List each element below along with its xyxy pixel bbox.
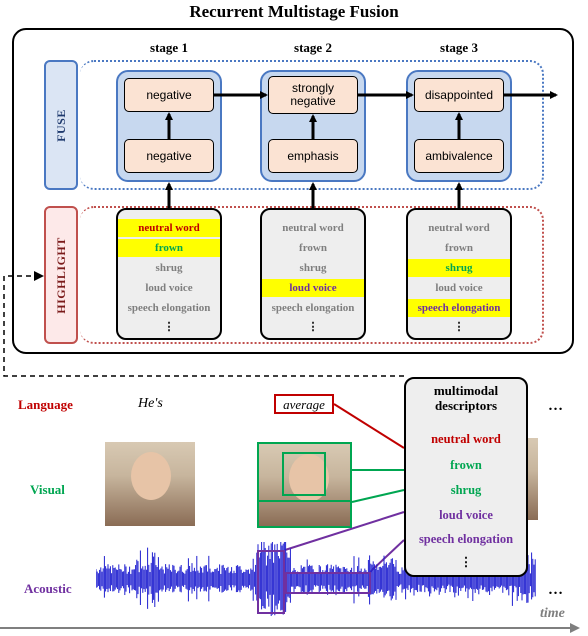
- highlight-item: ⋮: [453, 321, 465, 333]
- stage-3-highlight-box: neutral word frown shrug loud voice spee…: [406, 208, 512, 340]
- highlight-item: speech elongation: [127, 302, 211, 314]
- descriptor-item: loud voice: [439, 508, 493, 522]
- descriptors-title: multimodal descriptors: [433, 383, 499, 413]
- highlight-item: shrug: [408, 259, 510, 277]
- stage-3-top-node: disappointed: [414, 78, 504, 112]
- highlight-row-label: HIGHLIGHT: [44, 206, 78, 344]
- highlight-item: neutral word: [118, 219, 220, 237]
- dashed-input-arrowhead: [34, 271, 44, 281]
- stage-1-bottom-node: negative: [124, 139, 214, 173]
- stage-1-header: stage 1: [150, 40, 188, 55]
- highlight-item: frown: [118, 239, 220, 257]
- highlight-item: frown: [445, 242, 473, 254]
- stage-1-top-node: negative: [124, 78, 214, 112]
- acoustic-ellipsis: …: [548, 582, 563, 598]
- highlight-item: neutral word: [428, 222, 490, 234]
- time-axis-arrowhead: [570, 623, 580, 633]
- shrug-connector: [351, 489, 405, 503]
- highlight-item: loud voice: [145, 282, 193, 294]
- highlight-item: neutral word: [282, 222, 344, 234]
- stage-1-highlight-box: neutral word frown shrug loud voice spee…: [116, 208, 222, 340]
- language-label: Language: [18, 397, 73, 412]
- highlight-item: shrug: [155, 262, 183, 274]
- descriptor-item: frown: [450, 458, 482, 472]
- acoustic-label: Acoustic: [24, 581, 72, 596]
- elongation-region: [285, 572, 371, 594]
- stage-2-header: stage 2: [294, 40, 332, 55]
- language-connector: [333, 403, 405, 449]
- stage-2-highlight-box: neutral word frown shrug loud voice spee…: [260, 208, 366, 340]
- shrug-region: [257, 500, 352, 528]
- highlight-item: shrug: [299, 262, 327, 274]
- highlight-item: loud voice: [435, 282, 483, 294]
- descriptor-item: ⋮: [459, 555, 473, 569]
- highlight-item: ⋮: [307, 321, 319, 333]
- descriptor-item: neutral word: [431, 432, 501, 446]
- highlight-item: frown: [299, 242, 327, 254]
- word-average: average: [274, 394, 334, 414]
- dashed-input-line: [3, 275, 404, 377]
- multimodal-descriptors-box: [404, 377, 528, 577]
- descriptor-item: shrug: [450, 483, 482, 497]
- language-ellipsis: …: [548, 398, 563, 414]
- highlight-item: speech elongation: [408, 299, 510, 317]
- frown-face-region: [282, 452, 326, 496]
- time-label: time: [540, 606, 565, 621]
- stage-2-top-node: strongly negative: [268, 76, 358, 114]
- highlight-item: ⋮: [163, 321, 175, 333]
- visual-label: Visual: [30, 482, 65, 497]
- descriptor-item: speech elongation: [418, 532, 514, 546]
- video-frame-1: [105, 442, 195, 526]
- stage-2-bottom-node: emphasis: [268, 139, 358, 173]
- loud-voice-region: [257, 550, 285, 614]
- fuse-row-label: FUSE: [44, 60, 78, 190]
- diagram-title: Recurrent Multistage Fusion: [189, 2, 399, 21]
- word-hes: He's: [138, 396, 163, 411]
- highlight-item: loud voice: [262, 279, 364, 297]
- highlight-item: speech elongation: [271, 302, 355, 314]
- stage-3-bottom-node: ambivalence: [414, 139, 504, 173]
- loud-voice-connector: [284, 511, 405, 551]
- elongation-connector: [369, 539, 405, 573]
- stage-3-header: stage 3: [440, 40, 478, 55]
- fusion-frame: [12, 28, 574, 354]
